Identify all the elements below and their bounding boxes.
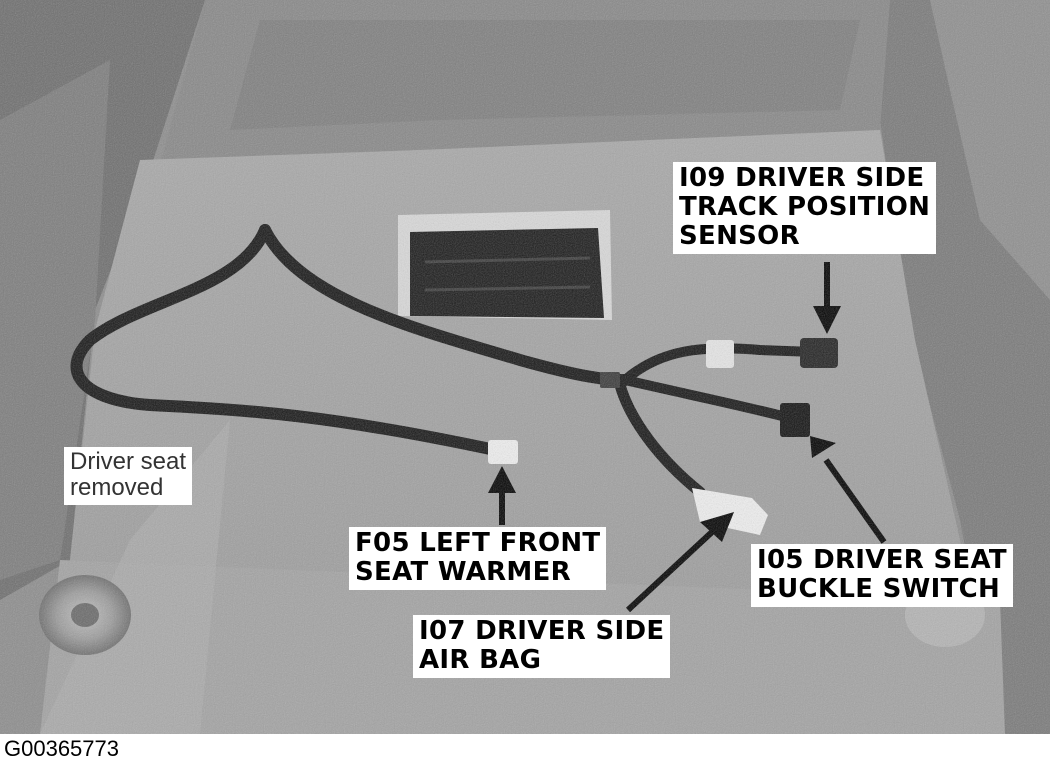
note-line1: Driver seat bbox=[70, 448, 187, 475]
callout-i09-line1: I09 DRIVER SIDE bbox=[679, 163, 925, 193]
callout-f05-left-front-seat-warmer: F05 LEFT FRONT SEAT WARMER bbox=[349, 527, 607, 590]
callout-i09-line3: SENSOR bbox=[679, 221, 800, 251]
callout-i07-line1: I07 DRIVER SIDE bbox=[419, 616, 665, 646]
figure-id: G00365773 bbox=[4, 736, 119, 761]
callout-f05-line1: F05 LEFT FRONT bbox=[355, 528, 601, 558]
driver-seat-removed-note: Driver seat removed bbox=[64, 447, 193, 505]
callout-i09-line2: TRACK POSITION bbox=[679, 192, 931, 222]
note-line2: removed bbox=[70, 474, 164, 501]
callout-i07-driver-side-air-bag: I07 DRIVER SIDE AIR BAG bbox=[413, 615, 671, 678]
callout-i05-line2: BUCKLE SWITCH bbox=[757, 574, 1001, 604]
callout-i05-driver-seat-buckle-switch: I05 DRIVER SEAT BUCKLE SWITCH bbox=[751, 544, 1013, 607]
callout-i09-track-position-sensor: I09 DRIVER SIDE TRACK POSITION SENSOR bbox=[673, 162, 937, 254]
callout-i07-line2: AIR BAG bbox=[419, 645, 542, 675]
callout-f05-line2: SEAT WARMER bbox=[355, 557, 571, 587]
callout-i05-line1: I05 DRIVER SEAT bbox=[757, 545, 1007, 575]
